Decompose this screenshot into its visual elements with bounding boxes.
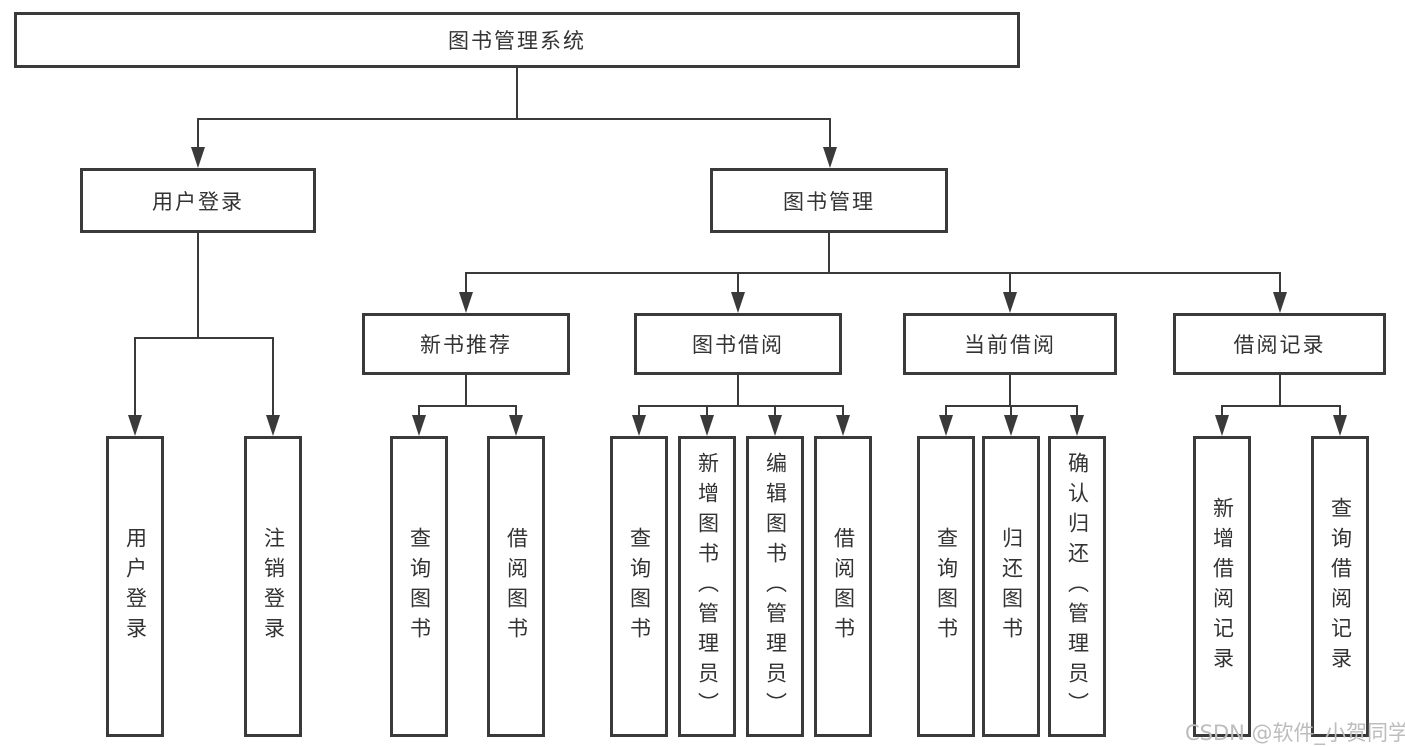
node-label: 新书推荐 [420, 333, 512, 357]
connector-stem [706, 405, 708, 419]
node-label: 用户登录 [152, 189, 244, 214]
connector-stem [1010, 405, 1012, 419]
leaf-label: 查询图书 [407, 526, 432, 647]
leaf-edit-book-admin: 编辑图书（管理员） [746, 436, 804, 737]
connector-line [465, 375, 467, 405]
node-borrow-record: 借阅记录 [1173, 313, 1386, 375]
node-new-book-recommend: 新书推荐 [362, 313, 570, 375]
node-book-borrow: 图书借阅 [634, 313, 842, 375]
leaf-user-login: 用户登录 [106, 436, 164, 737]
node-current-borrow: 当前借阅 [903, 313, 1117, 375]
leaf-label: 注销登录 [261, 526, 286, 647]
connector-stem [737, 272, 739, 296]
connector-stem [829, 118, 831, 152]
arrow-down-icon [459, 292, 473, 313]
arrow-down-icon [1003, 292, 1017, 313]
connector-stem [134, 337, 136, 419]
connector-stem [418, 405, 420, 419]
connector-stem [1076, 405, 1078, 419]
leaf-confirm-return-admin: 确认归还（管理员） [1048, 436, 1106, 737]
leaf-query-book: 查询图书 [610, 436, 668, 737]
arrow-down-icon [632, 415, 646, 436]
leaf-label: 归还图书 [999, 526, 1024, 647]
connector-line [465, 272, 1281, 274]
leaf-label: 查询图书 [934, 526, 959, 647]
leaf-label: 用户登录 [123, 526, 148, 647]
connector-line [1221, 405, 1341, 407]
connector-line [418, 405, 517, 407]
leaf-add-book-admin: 新增图书（管理员） [678, 436, 736, 737]
arrow-down-icon [1333, 415, 1347, 436]
connector-stem [774, 405, 776, 419]
arrow-down-icon [509, 415, 523, 436]
connector-line [1279, 375, 1281, 405]
arrow-down-icon [1004, 415, 1018, 436]
leaf-add-borrow-record: 新增借阅记录 [1193, 436, 1251, 737]
leaf-label: 新增图书（管理员） [695, 451, 720, 722]
connector-line [197, 118, 831, 120]
arrow-down-icon [939, 415, 953, 436]
connector-stem [1279, 272, 1281, 296]
connector-line [638, 405, 844, 407]
arrow-down-icon [768, 415, 782, 436]
leaf-label: 编辑图书（管理员） [763, 451, 788, 722]
csdn-watermark: CSDN @软件_小贺同学 [1185, 721, 1405, 745]
arrow-down-icon [128, 415, 142, 436]
arrow-down-icon [731, 292, 745, 313]
connector-line [828, 233, 830, 272]
leaf-label: 查询图书 [627, 526, 652, 647]
arrow-down-icon [836, 415, 850, 436]
arrow-down-icon [412, 415, 426, 436]
node-user-login: 用户登录 [80, 168, 316, 233]
arrow-down-icon [1215, 415, 1229, 436]
node-label: 图书管理 [783, 189, 875, 214]
connector-stem [1009, 272, 1011, 296]
node-library-management-system: 图书管理系统 [14, 12, 1020, 68]
connector-line [737, 375, 739, 405]
leaf-label: 借阅图书 [831, 526, 856, 647]
connector-stem [272, 337, 274, 419]
leaf-query-book: 查询图书 [917, 436, 975, 737]
leaf-return-book: 归还图书 [982, 436, 1040, 737]
arrow-down-icon [700, 415, 714, 436]
connector-stem [1221, 405, 1223, 419]
arrow-down-icon [191, 147, 205, 168]
connector-stem [465, 272, 467, 296]
connector-stem [842, 405, 844, 419]
connector-stem [945, 405, 947, 419]
leaf-query-book: 查询图书 [390, 436, 448, 737]
connector-line [516, 68, 518, 120]
node-label: 借阅记录 [1233, 333, 1326, 357]
connector-stem [515, 405, 517, 419]
connector-line [197, 233, 199, 337]
leaf-label: 确认归还（管理员） [1065, 451, 1090, 722]
leaf-borrow-book: 借阅图书 [814, 436, 872, 737]
leaf-label: 借阅图书 [504, 526, 529, 647]
leaf-query-borrow-record: 查询借阅记录 [1311, 436, 1369, 737]
arrow-down-icon [266, 415, 280, 436]
leaf-borrow-book: 借阅图书 [487, 436, 545, 737]
leaf-label: 查询借阅记录 [1328, 496, 1353, 677]
arrow-down-icon [1273, 292, 1287, 313]
connector-stem [1339, 405, 1341, 419]
connector-line [134, 337, 274, 339]
leaf-logout: 注销登录 [244, 436, 302, 737]
leaf-label: 新增借阅记录 [1210, 496, 1235, 677]
connector-stem [197, 118, 199, 152]
node-label: 图书借阅 [692, 333, 784, 357]
node-label: 图书管理系统 [448, 29, 586, 53]
arrow-down-icon [1070, 415, 1084, 436]
node-book-management: 图书管理 [710, 168, 948, 233]
node-label: 当前借阅 [964, 333, 1056, 357]
connector-line [1009, 375, 1011, 405]
connector-stem [638, 405, 640, 419]
arrow-down-icon [823, 147, 837, 168]
